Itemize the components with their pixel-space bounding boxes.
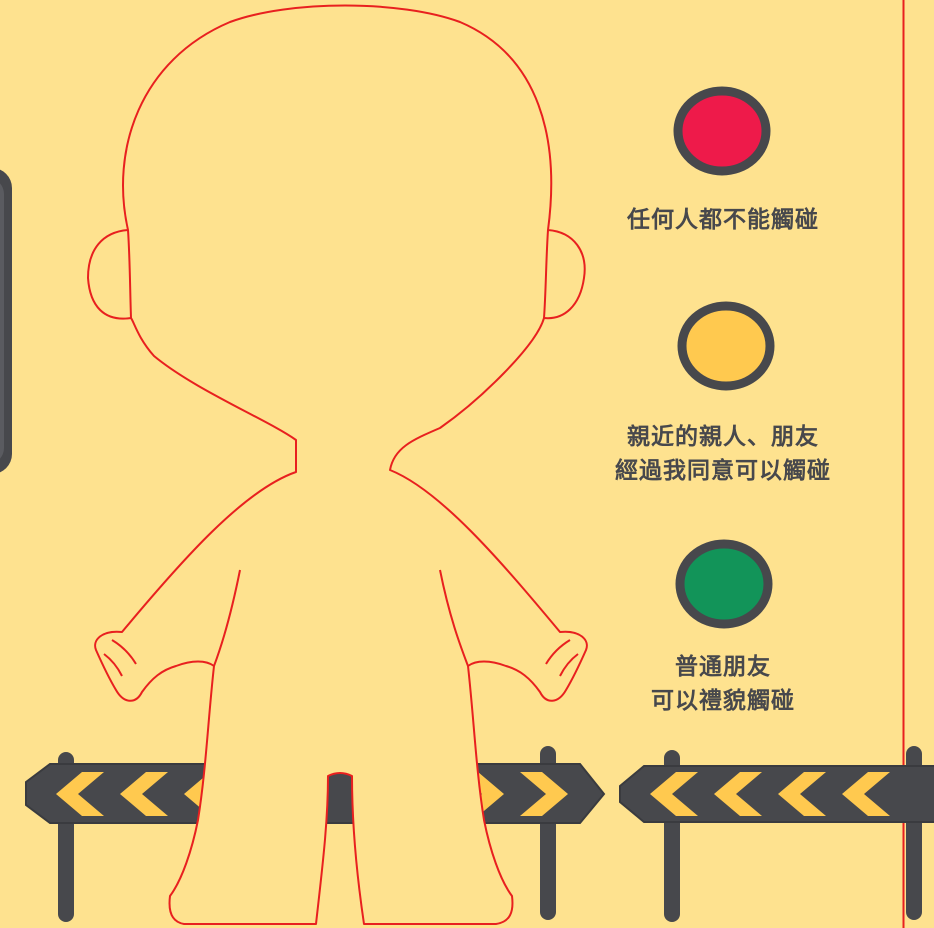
legend-line: 可以禮貌觸碰: [651, 688, 795, 714]
legend-label-red: 任何人都不能觸碰: [560, 203, 886, 237]
legend-label-green: 普通朋友 可以禮貌觸碰: [560, 650, 886, 718]
legend-label-yellow: 親近的親人、朋友 經過我同意可以觸碰: [560, 420, 886, 488]
red-circle-icon: [673, 86, 771, 176]
legend-line: 普通朋友: [675, 654, 771, 680]
yellow-circle-icon: [677, 301, 775, 391]
left-edge-panel: [0, 169, 12, 473]
child-body-outline: [87, 4, 588, 925]
legend-line: 親近的親人、朋友: [627, 424, 819, 450]
legend-line: 任何人都不能觸碰: [627, 207, 819, 233]
legend-line: 經過我同意可以觸碰: [615, 458, 831, 484]
chevron-road-barrier-icon-2: [619, 746, 934, 922]
green-circle-icon: [675, 539, 773, 629]
